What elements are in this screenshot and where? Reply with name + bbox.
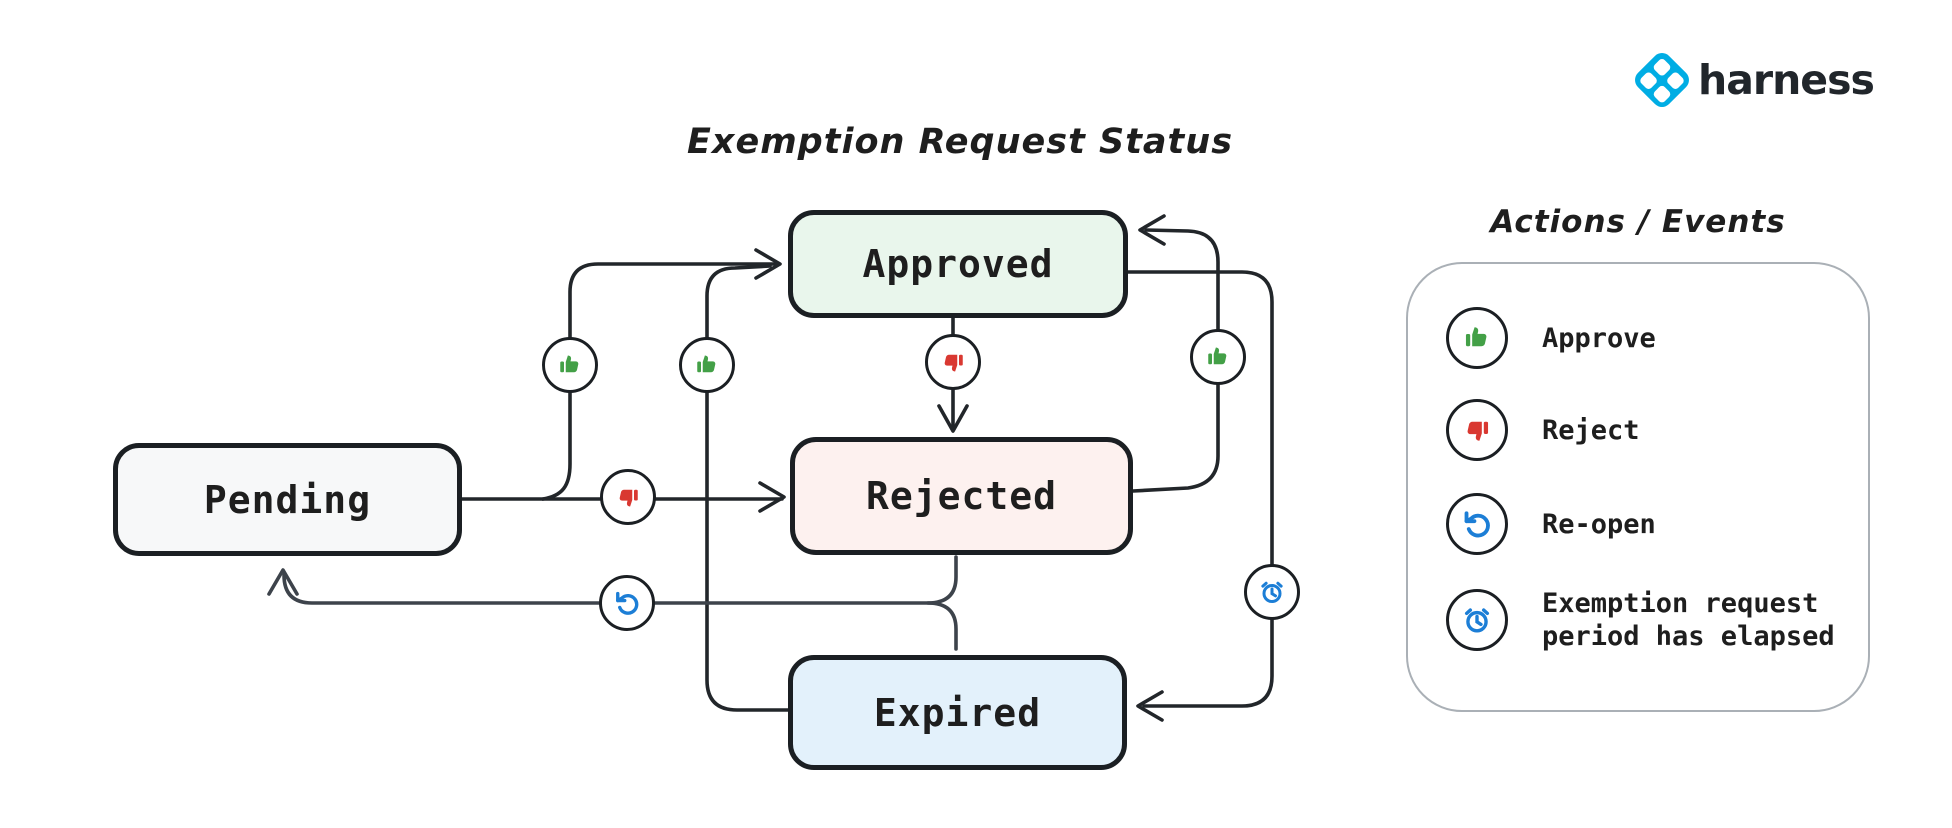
thumbs-up-icon [1208,347,1227,365]
logo-diamond-dot [1652,56,1672,77]
state-expired-label: Expired [873,690,1042,735]
thumbs-down-icon [1467,421,1489,441]
legend-approve-badge [1446,307,1508,369]
legend-item-reopen: Re-open [1446,493,1656,555]
transition-approved-rejected-badge [925,334,981,390]
legend-reopen-label: Re-open [1542,508,1656,540]
harness-logo-icon [1630,48,1694,112]
diagram-title: Exemption Request Status [686,122,1234,162]
thumbs-down-icon [944,354,963,372]
state-expired: Expired [788,655,1127,770]
state-rejected-label: Rejected [865,474,1058,518]
edge-approved-to-expired [1126,270,1274,708]
alarm-clock-icon [1464,608,1490,633]
thumbs-up-icon [697,355,716,373]
arrowhead-into-rejected-top [937,404,969,433]
transition-pending-rejected-badge [600,469,656,525]
legend-approve-label: Approve [1542,322,1656,354]
state-rejected: Rejected [790,437,1133,555]
arrowhead-into-expired-right [1136,690,1164,722]
harness-logo-wordmark: harness [1698,56,1875,104]
legend-reopen-badge [1446,493,1508,555]
reopen-icon [616,591,639,615]
transition-expired-approved-badge [679,337,735,393]
state-pending-label: Pending [203,477,372,522]
state-pending: Pending [113,443,462,556]
edge-expired-to-approved [705,264,790,712]
thumbs-up-icon [560,355,579,373]
logo-diamond-dot [1665,70,1686,90]
state-approved: Approved [788,210,1128,318]
arrowhead-into-pending-bottom [267,568,299,596]
legend-period-elapsed-label: Exemption request period has elapsed [1542,588,1835,652]
edge-expired-to-pending [926,601,958,651]
legend-reject-label: Reject [1542,414,1640,446]
logo-diamond-dot [1638,70,1659,90]
alarm-clock-icon [1261,581,1283,603]
arrowhead-into-approved-right [1138,214,1166,246]
transition-rejected-approved-badge [1190,329,1246,385]
edge-pending-to-approved [541,262,780,501]
arrowhead-into-rejected-left [758,481,786,513]
state-approved-label: Approved [862,242,1054,286]
legend-period-elapsed-badge [1446,589,1508,651]
transition-reopen-badge [599,575,655,631]
transition-pending-approved-badge [542,337,598,393]
legend-title: Actions / Events [1490,204,1786,240]
transition-period-elapsed-badge [1244,564,1300,620]
reopen-icon [1464,511,1490,538]
logo-diamond-dot [1652,83,1672,104]
thumbs-down-icon [619,489,638,507]
arrowhead-into-approved-left [754,248,782,280]
legend-reject-badge [1446,399,1508,461]
legend-item-period-elapsed: Exemption request period has elapsed [1446,587,1872,653]
harness-logo: harness [1630,48,1875,112]
legend-item-approve: Approve [1446,307,1656,369]
thumbs-up-icon [1465,327,1487,347]
legend-item-reject: Reject [1446,399,1640,461]
